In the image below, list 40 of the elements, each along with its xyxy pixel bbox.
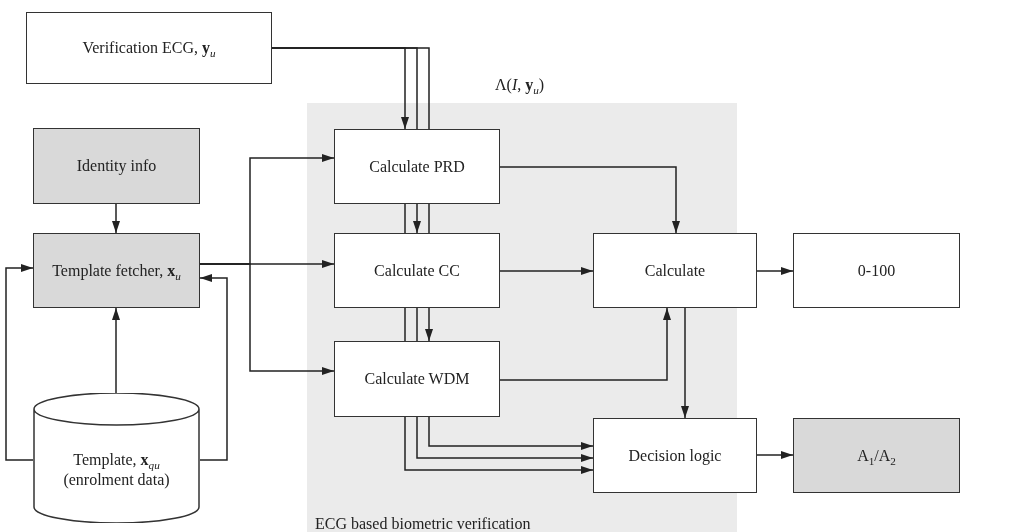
arrow	[499, 267, 594, 275]
process-box	[334, 341, 500, 417]
arrow	[199, 274, 228, 461]
output-label: Λ(I, y$_{u}$)	[495, 76, 545, 94]
arrow	[416, 416, 594, 462]
arrow	[499, 166, 680, 234]
node-label: Calculate WDM	[364, 369, 470, 389]
arrow	[404, 416, 594, 474]
arrow	[425, 307, 433, 342]
node-label: Calculate	[644, 260, 706, 281]
node-label: Calculate CC	[374, 260, 460, 281]
input-box	[26, 12, 272, 84]
arrow	[413, 203, 421, 234]
node-label: Identity info	[76, 156, 157, 176]
node-label: Template, x$_{qu}$ (enrolment data)	[62, 450, 171, 490]
arrow	[756, 267, 794, 275]
arrow	[112, 307, 120, 394]
arrow	[199, 263, 335, 375]
node-label: Decision logic	[628, 445, 722, 466]
node-label: A$_{1}$/A$_{2}$	[857, 445, 896, 466]
input-box	[33, 128, 200, 204]
node-label: 0-100	[857, 260, 896, 281]
process-box	[334, 129, 500, 204]
database-cylinder	[33, 393, 200, 523]
node-label: Verification ECG, y$_{u}$	[82, 38, 216, 58]
process-box	[334, 233, 500, 308]
output-box	[793, 418, 960, 493]
arrow	[428, 416, 594, 450]
node-label: Template fetcher, x$_{u}$	[52, 260, 181, 281]
arrow	[499, 307, 671, 381]
decision-box	[593, 418, 757, 493]
arrow	[112, 203, 120, 234]
process-box	[33, 233, 200, 308]
arrow	[756, 451, 794, 459]
group-title: ECG based biometric verification	[314, 514, 531, 532]
arrow	[681, 307, 689, 419]
process-box	[593, 233, 757, 308]
arrow	[5, 264, 34, 461]
node-label: Calculate PRD	[369, 156, 465, 177]
output-box	[793, 233, 960, 308]
